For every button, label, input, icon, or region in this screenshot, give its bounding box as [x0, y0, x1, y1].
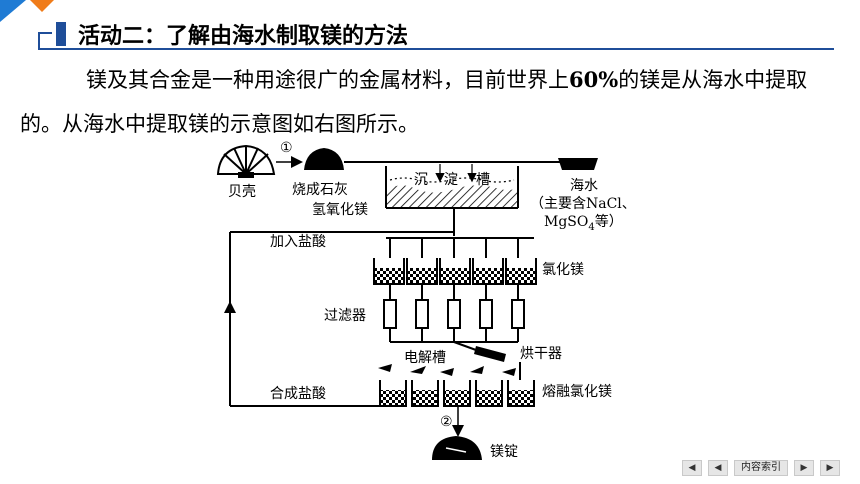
filters: [383, 284, 525, 343]
label-shaocheng: 烧成石灰: [292, 182, 348, 198]
section-header: 活动二：了解由海水制取镁的方法: [34, 16, 834, 50]
sea-water-tank: [558, 158, 598, 170]
header-marker: [56, 22, 66, 46]
label-chendian-1: 沉: [414, 172, 428, 188]
mgcl2-tanks: [373, 258, 537, 285]
para-text-2: 的镁是从海水中提取的。从海水中提取镁的示意图如右图所示。: [20, 68, 808, 136]
extraction-diagram: 贝壳 ① 烧成石灰 海水 （主要含NaCl、 MgSO4等） 沉 淀 槽 氢氧化…: [216, 140, 636, 460]
electrodes: [378, 364, 516, 376]
mg-ingot-icon: [432, 436, 482, 460]
dryer-icon: [474, 346, 506, 362]
electrolytic-cells: [379, 362, 535, 407]
label-step2: ②: [440, 414, 453, 430]
label-dianjiecao: 电解槽: [404, 350, 446, 366]
ingot-highlight: [445, 447, 467, 453]
label-haishui-note1: （主要含NaCl、: [530, 196, 636, 212]
label-qingyanghuamei: 氢氧化镁: [312, 202, 368, 218]
nav-last-button[interactable]: ▶: [820, 460, 840, 476]
section-title: 活动二：了解由海水制取镁的方法: [78, 24, 409, 49]
label-chendian-3: 槽: [476, 172, 490, 188]
para-text-1: 镁及其合金是一种用途很广的金属材料，目前世界上: [86, 68, 569, 92]
label-meiding: 镁锭: [490, 444, 518, 460]
pipe-to-dryer: [453, 341, 477, 351]
label-jiarusuan: 加入盐酸: [270, 234, 326, 250]
label-step1: ①: [280, 140, 293, 156]
label-beike: 贝壳: [228, 183, 256, 200]
label-lvhuamei: 氯化镁: [542, 262, 584, 278]
label-hechengyansuan: 合成盐酸: [270, 386, 326, 402]
nav-index-button[interactable]: 内容索引: [734, 460, 788, 476]
label-haishui: 海水: [570, 178, 598, 194]
shell-icon: [216, 144, 276, 178]
label-chendian-2: 淀: [444, 172, 458, 188]
slide-navigation: ◀ ◀ 内容索引 ▶ ▶: [682, 459, 840, 477]
lime-mound-icon: [304, 148, 344, 170]
para-percent: 60%: [569, 67, 619, 92]
intro-paragraph: 镁及其合金是一种用途很广的金属材料，目前世界上60%的镁是从海水中提取的。从海水…: [20, 58, 840, 146]
header-bracket: [38, 32, 52, 50]
header-underline: [40, 48, 834, 50]
label-honggangqi: 烘干器: [520, 346, 562, 362]
nav-first-button[interactable]: ◀: [682, 460, 702, 476]
corner-blue-shape: [0, 0, 26, 22]
label-guolvqi: 过滤器: [324, 308, 366, 324]
corner-decoration: [0, 0, 54, 22]
corner-orange-shape: [30, 0, 54, 12]
label-ronronglvhuamei: 熔融氯化镁: [542, 384, 612, 400]
nav-next-button[interactable]: ▶: [794, 460, 814, 476]
label-haishui-note2: MgSO4等）: [544, 213, 623, 233]
distributor-legs: [389, 238, 519, 258]
nav-prev-button[interactable]: ◀: [708, 460, 728, 476]
precipitation-tank: [385, 164, 519, 209]
